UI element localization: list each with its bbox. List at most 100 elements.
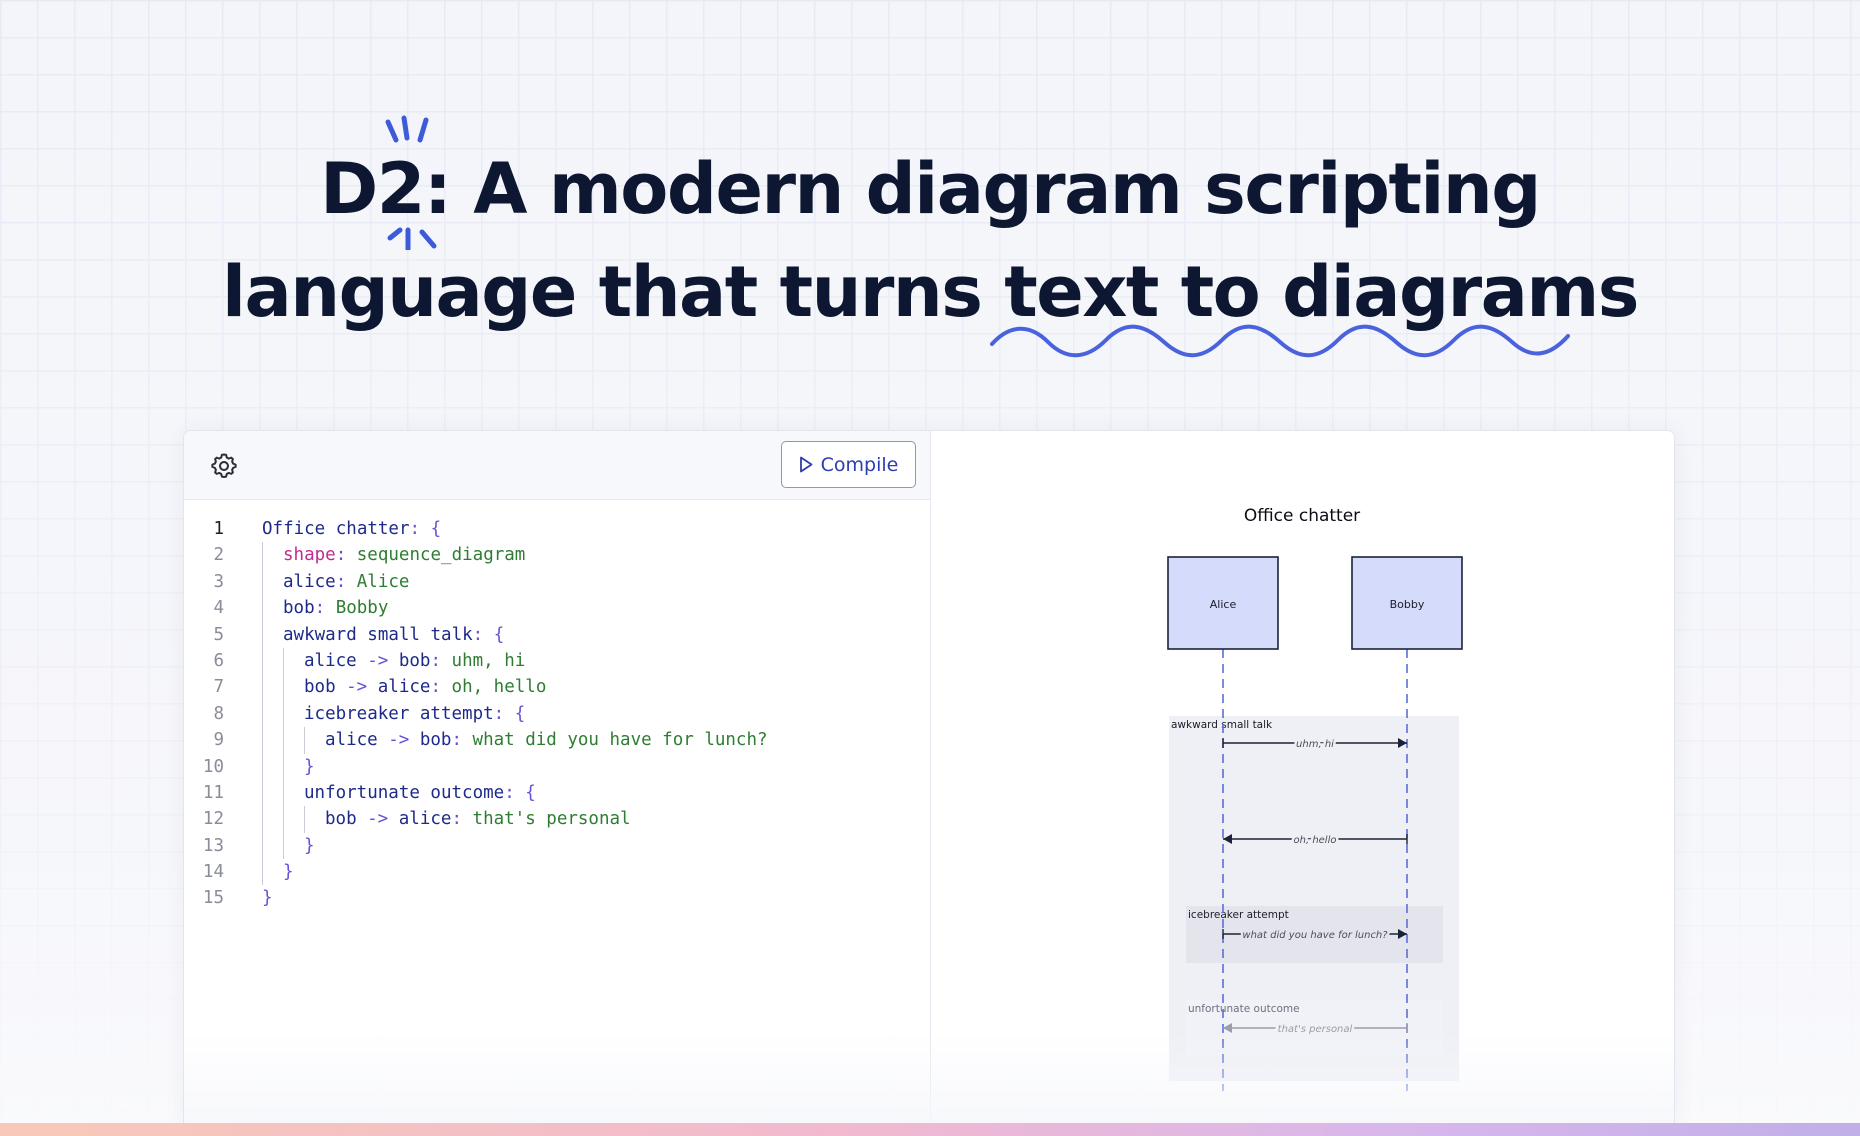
code-token: alice [398, 809, 452, 830]
code-token: : [430, 650, 452, 671]
code-text: awkward small talk: { [283, 622, 504, 648]
group-label: icebreaker attempt [1188, 909, 1289, 921]
indent-guide [283, 674, 284, 701]
line-number: 7 [213, 677, 224, 698]
code-text: } [262, 885, 273, 911]
bottom-gradient-bar [0, 1123, 1860, 1136]
code-line[interactable]: 2 shape: sequence_diagram [184, 542, 930, 569]
code-token: -> [377, 730, 420, 751]
message-label: oh, hello [1294, 835, 1337, 846]
code-text: Office chatter: { [262, 516, 441, 542]
code-token: : [335, 545, 357, 566]
play-icon [799, 456, 813, 473]
code-token: bob [325, 809, 357, 830]
line-number: 2 [213, 545, 224, 566]
indent-guide [262, 542, 263, 569]
line-number: 13 [202, 835, 224, 856]
code-token: alice [325, 730, 378, 751]
line-number: 4 [213, 598, 224, 619]
line-number: 10 [202, 756, 224, 777]
code-token: Bobby [335, 598, 389, 619]
code-line[interactable]: 13} [184, 832, 930, 860]
code-text: alice: Alice [283, 569, 409, 595]
code-text: unfortunate outcome: { [304, 780, 536, 806]
code-line[interactable]: 10} [184, 753, 930, 780]
gear-icon [211, 453, 237, 478]
indent-guide [283, 753, 284, 780]
editor-toolbar: Compile [184, 431, 930, 500]
indent-guide [304, 727, 305, 754]
code-token: alice [304, 650, 357, 671]
message-label: that's personal [1278, 1024, 1353, 1035]
indent-guide [283, 727, 284, 754]
code-text: } [304, 833, 315, 859]
indent-guide [262, 700, 263, 728]
actor-box [1167, 556, 1279, 650]
group-label: awkward small talk [1171, 719, 1273, 731]
code-line[interactable]: 11 unfortunate outcome: { [184, 779, 930, 807]
actor-box [1351, 556, 1463, 650]
line-number: 11 [202, 782, 224, 803]
code-token: : [504, 782, 526, 803]
line-number: 6 [213, 650, 224, 671]
squiggle-underline-decoration [990, 324, 1570, 358]
settings-button[interactable] [209, 451, 239, 481]
code-token: alice [283, 571, 336, 592]
code-token: Office chatter [262, 519, 410, 539]
actor-label: Bobby [1390, 598, 1425, 611]
indent-guide [262, 859, 263, 886]
message-arrowhead [1223, 834, 1232, 844]
code-token: alice [377, 677, 431, 698]
indent-guide [283, 647, 284, 675]
code-text: shape: sequence_diagram [283, 542, 525, 568]
code-token: unfortunate outcome [304, 782, 505, 803]
code-token: -> [356, 650, 399, 671]
code-token: shape [283, 545, 336, 566]
indent-guide [262, 647, 263, 675]
code-token: { [525, 782, 536, 803]
code-token: : [451, 730, 473, 751]
code-text: alice -> bob: what did you have for lunc… [325, 727, 768, 753]
line-number: 14 [202, 862, 224, 883]
message-label: uhm, hi [1296, 739, 1334, 750]
indent-guide [283, 700, 284, 728]
compile-button[interactable]: Compile [781, 441, 916, 488]
line-number: 15 [202, 888, 224, 909]
code-token: : [493, 703, 515, 724]
code-token: icebreaker attempt [304, 703, 494, 724]
indent-guide [283, 806, 284, 833]
code-token: -> [335, 677, 378, 698]
code-token: { [514, 703, 526, 724]
indent-guide [262, 779, 263, 807]
code-token: Alice [356, 571, 410, 592]
indent-guide [283, 832, 284, 860]
code-token: sequence_diagram [356, 545, 526, 566]
code-token: bob [283, 598, 315, 619]
compile-button-label: Compile [820, 453, 899, 476]
indent-guide [262, 595, 263, 622]
line-number: 3 [213, 571, 224, 592]
code-token: } [262, 888, 273, 909]
code-line[interactable]: 14} [184, 859, 930, 886]
code-line[interactable]: 3 alice: Alice [184, 568, 930, 596]
code-token: uhm, hi [451, 650, 526, 671]
indent-guide [262, 832, 263, 860]
code-line[interactable]: 15} [184, 885, 930, 911]
headline-line-2: language that turns text to diagrams [222, 251, 1639, 333]
code-token: { [430, 519, 442, 539]
code-token: bob [419, 730, 452, 751]
message-arrowhead [1398, 929, 1407, 939]
code-token: } [304, 756, 315, 777]
